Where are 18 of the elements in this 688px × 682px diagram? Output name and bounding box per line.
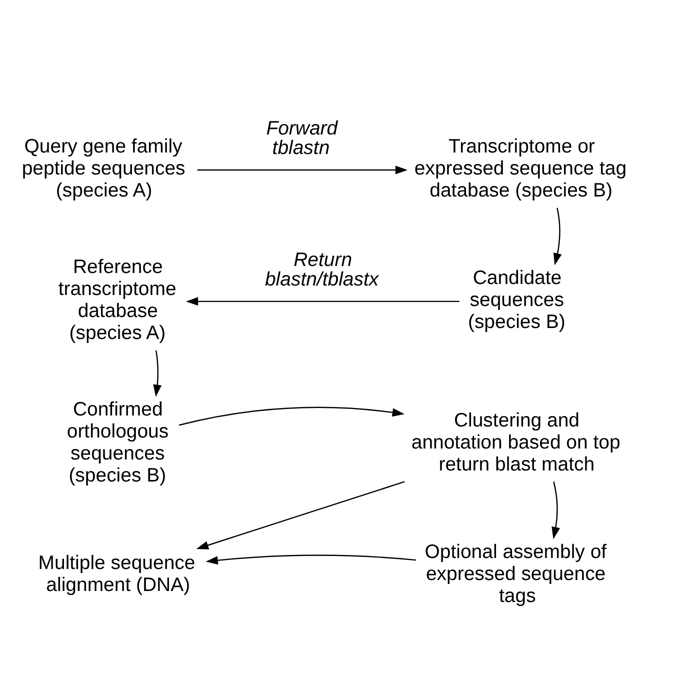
arrow <box>153 350 162 396</box>
node-text: Clustering and annotation based on top return blast match <box>411 409 620 475</box>
node-text: Candidate sequences (species B) <box>468 266 566 332</box>
arrow <box>197 165 408 174</box>
node-text: Optional assembly of expressed sequence tags <box>424 540 607 606</box>
node-text: Reference transcriptome database (species A) <box>58 256 176 344</box>
arrow <box>186 296 460 306</box>
arrow <box>553 207 562 265</box>
node-text: Confirmed orthologous sequences (species B) <box>66 398 169 486</box>
node-text: Transcriptome or expressed sequence tag database (species B) <box>414 135 627 202</box>
node-text: Query gene family peptide sequences (species A) <box>22 135 186 202</box>
arrow <box>196 480 405 549</box>
edge-label: Return blastn/tblastx <box>265 248 379 290</box>
arrow <box>552 481 560 539</box>
arrow <box>178 406 405 426</box>
node-text: Multiple sequence alignment (DNA) <box>38 552 196 596</box>
edge-label: Forward tblastn <box>266 116 338 158</box>
arrow <box>206 554 416 564</box>
